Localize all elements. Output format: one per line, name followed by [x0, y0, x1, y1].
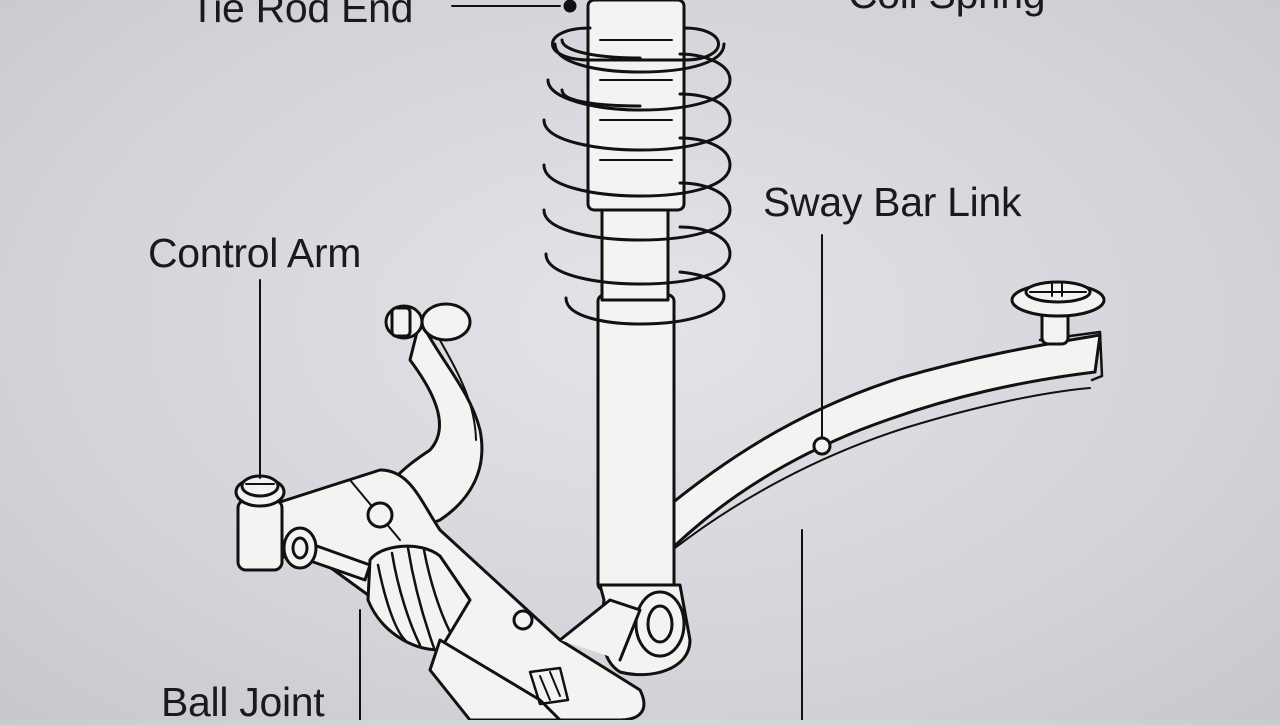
control-arm-bushing — [234, 474, 286, 572]
sway-bar — [638, 330, 1104, 562]
label-control-arm: Control Arm — [148, 230, 362, 276]
tie-rod-end — [563, 0, 577, 13]
label-tie-rod-end: Tie Rod End — [190, 0, 414, 31]
label-coil-spring: Coil Spring — [848, 0, 1046, 15]
strut — [586, 0, 686, 592]
ball-joint — [282, 526, 372, 582]
sway-bar-link — [1010, 280, 1106, 346]
label-sway-bar-link: Sway Bar Link — [763, 179, 1022, 225]
sway-link-pin — [812, 436, 832, 456]
coil-spring — [542, 26, 732, 326]
leader-lines — [259, 5, 823, 720]
label-ball-joint: Ball Joint — [161, 679, 325, 725]
tie-rod-boot — [366, 544, 570, 720]
